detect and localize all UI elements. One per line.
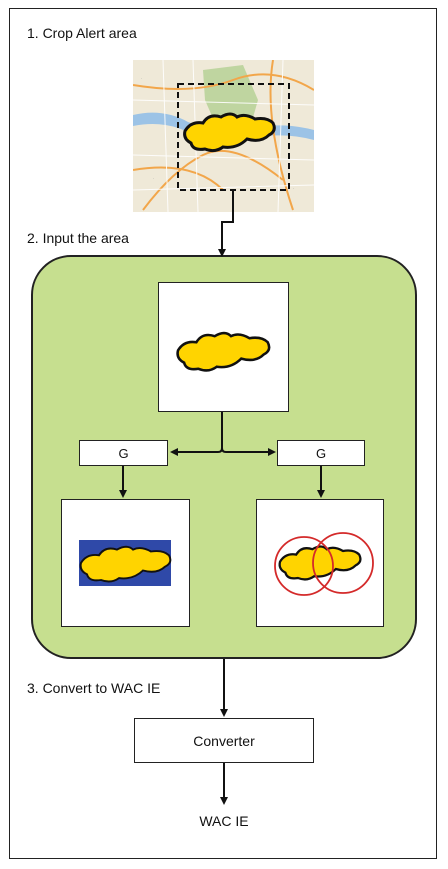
generator-box-right: G [277,440,365,466]
input-area-box [158,282,289,412]
circles-output [256,499,384,627]
converter-box: Converter [134,718,314,763]
map-thumbnail: · · · · [133,60,314,212]
step-3-label: 3. Convert to WAC IE [27,680,161,696]
step-2-label: 2. Input the area [27,230,129,246]
svg-text:·: · [293,186,294,191]
bounding-box-output [61,499,190,627]
converter-label: Converter [193,732,255,749]
svg-text:·: · [141,76,142,81]
step-1-label: 1. Crop Alert area [27,25,137,41]
diagram-frame [9,8,437,859]
map-graphic: · · · · [133,60,314,212]
svg-text:·: · [153,176,154,181]
generator-label-left: G [118,445,129,461]
svg-text:·: · [283,76,284,81]
generator-box-left: G [79,440,168,466]
output-label: WAC IE [199,813,249,829]
generator-label-right: G [315,445,327,461]
